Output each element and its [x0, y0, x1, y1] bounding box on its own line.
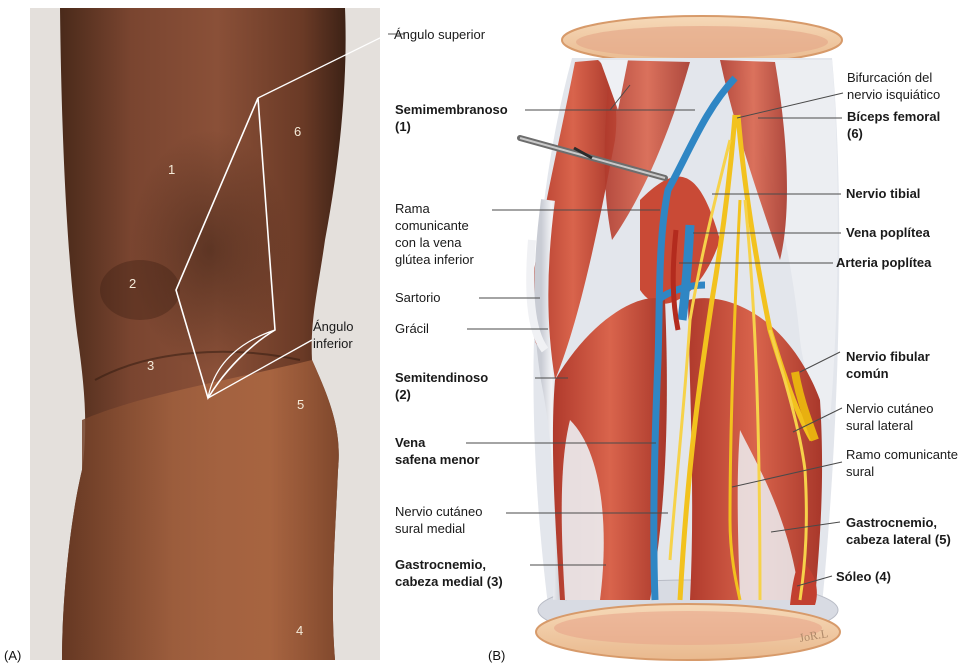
region-number-2: 2	[129, 276, 137, 291]
svg-text:JoR.L: JoR.L	[798, 626, 829, 645]
label-cutaneo-medial-line2: sural medial	[395, 521, 466, 536]
label-vena-poplitea: Vena poplítea	[846, 225, 930, 240]
label-rama-line2: comunicante	[395, 218, 469, 233]
label-semimembranoso-num: (1)	[395, 119, 411, 134]
label-gastro-medial-line2: cabeza medial (3)	[395, 574, 503, 589]
label-semimembranoso: Semimembranoso	[395, 102, 508, 117]
panel-a-id: (A)	[4, 648, 22, 663]
label-vena-safena-line2: safena menor	[395, 452, 480, 467]
label-soleo: Sóleo (4)	[836, 569, 891, 584]
label-ramo-line2: sural	[846, 464, 875, 479]
label-angulo-inferior-line2: inferior	[313, 336, 353, 351]
label-biceps-line2: (6)	[847, 126, 863, 141]
label-semitendinoso-num: (2)	[395, 387, 411, 402]
label-nervio-tibial: Nervio tibial	[846, 186, 921, 201]
label-rama-line3: con la vena	[395, 235, 462, 250]
label-ramo-line1: Ramo comunicante	[846, 447, 958, 462]
label-rama-line1: Rama	[395, 201, 430, 216]
label-angulo-inferior-line1: Ángulo	[313, 319, 354, 334]
label-biceps-line1: Bíceps femoral	[847, 109, 941, 124]
label-arteria-poplitea: Arteria poplítea	[836, 255, 932, 270]
label-cutaneo-lateral-line2: sural lateral	[846, 418, 914, 433]
label-angulo-superior: Ángulo superior	[394, 27, 486, 42]
label-gastro-medial-line1: Gastrocnemio,	[395, 557, 487, 572]
panel-b-id: (B)	[488, 648, 506, 663]
label-rama-line4: glútea inferior	[395, 252, 474, 267]
label-bifurcacion-line2: nervio isquiático	[847, 87, 941, 102]
label-bifurcacion-line1: Bifurcación del	[847, 70, 933, 85]
label-semitendinoso: Semitendinoso	[395, 370, 489, 385]
label-cutaneo-lateral-line1: Nervio cutáneo	[846, 401, 934, 416]
label-gastro-lateral-line1: Gastrocnemio,	[846, 515, 938, 530]
label-sartorio: Sartorio	[395, 290, 441, 305]
region-number-4: 4	[296, 623, 304, 638]
label-vena-safena-line1: Vena	[395, 435, 426, 450]
label-fibular-line2: común	[846, 366, 889, 381]
region-number-6: 6	[294, 124, 302, 139]
label-gracil: Grácil	[395, 321, 429, 336]
label-fibular-line1: Nervio fibular	[846, 349, 930, 364]
label-gastro-lateral-line2: cabeza lateral (5)	[846, 532, 951, 547]
region-number-1: 1	[168, 162, 176, 177]
label-cutaneo-medial-line1: Nervio cutáneo	[395, 504, 483, 519]
region-number-5: 5	[297, 397, 305, 412]
region-number-3: 3	[147, 358, 155, 373]
